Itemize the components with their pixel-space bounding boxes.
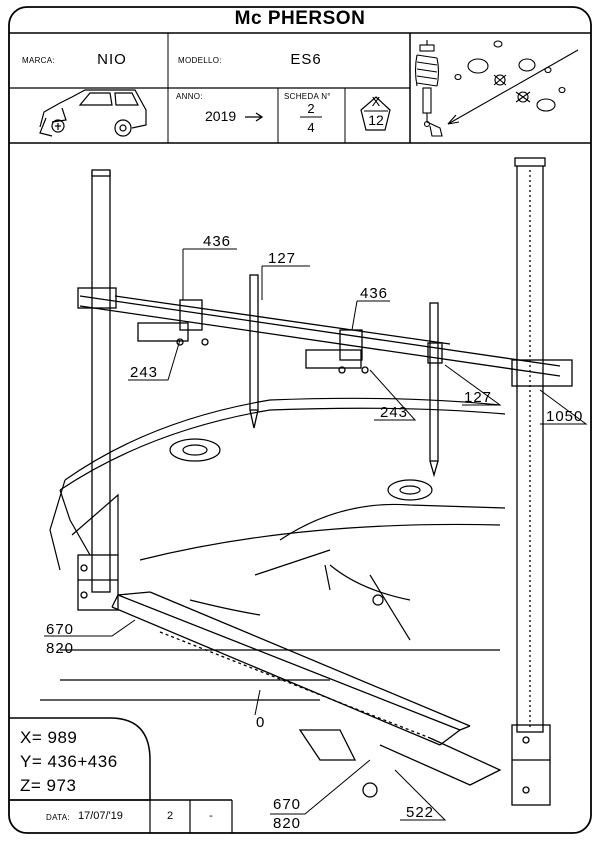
- scheda-total: 4: [307, 120, 315, 135]
- callout-0: 0: [256, 714, 266, 731]
- reference-badge: [360, 96, 391, 131]
- coordinate-y: Y= 436+436: [20, 752, 118, 771]
- callout-1050: 1050: [546, 408, 584, 425]
- floor-rail: [111, 591, 502, 798]
- badge-letter: X: [371, 94, 381, 109]
- callout-436-right: 436: [360, 285, 389, 302]
- callout-243-left: 243: [130, 364, 159, 381]
- badge-number: 12: [368, 112, 384, 128]
- anno-label: ANNO:: [176, 92, 203, 101]
- measuring-pointers: [249, 274, 439, 478]
- date-label: DATA:: [46, 813, 70, 822]
- coordinate-z: Z= 973: [20, 776, 77, 795]
- callout-522: 522: [406, 804, 435, 821]
- footer-sheet-number: 2: [166, 810, 174, 822]
- scheda-label: SCHEDA N°: [284, 92, 331, 101]
- coordinates-box: [9, 717, 151, 801]
- sheet-frame: [8, 6, 592, 834]
- date-value: 17/07/'19: [78, 810, 123, 822]
- callout-243-right: 243: [380, 404, 409, 421]
- callout-127-right: 127: [464, 389, 493, 406]
- measuring-column-left: [77, 169, 119, 611]
- callout-leaders: [44, 248, 588, 821]
- page-title: Mc PHERSON: [234, 8, 366, 29]
- car-thumbnail-icon: [39, 89, 147, 137]
- scheda-number: 2: [307, 101, 315, 116]
- anno-value: 2019: [205, 108, 237, 124]
- callout-127-top: 127: [268, 250, 297, 267]
- callout-670-left: 670: [46, 621, 75, 638]
- marca-value: NIO: [97, 51, 127, 68]
- crossbar-assembly: [77, 287, 573, 387]
- arrow-right-icon: [245, 112, 264, 122]
- callout-820-bottom: 820: [273, 815, 302, 832]
- callout-670-bottom: 670: [273, 796, 302, 813]
- measuring-column-right: [511, 157, 551, 806]
- marca-label: MARCA:: [22, 56, 55, 65]
- modello-label: MODELLO:: [178, 56, 222, 65]
- coordinate-x: X= 989: [20, 728, 78, 747]
- strut-diagram-icon: [414, 40, 579, 137]
- footer-revision: -: [209, 810, 213, 822]
- callout-820-left: 820: [46, 640, 75, 657]
- modello-value: ES6: [290, 51, 322, 68]
- callout-436-left: 436: [203, 233, 232, 250]
